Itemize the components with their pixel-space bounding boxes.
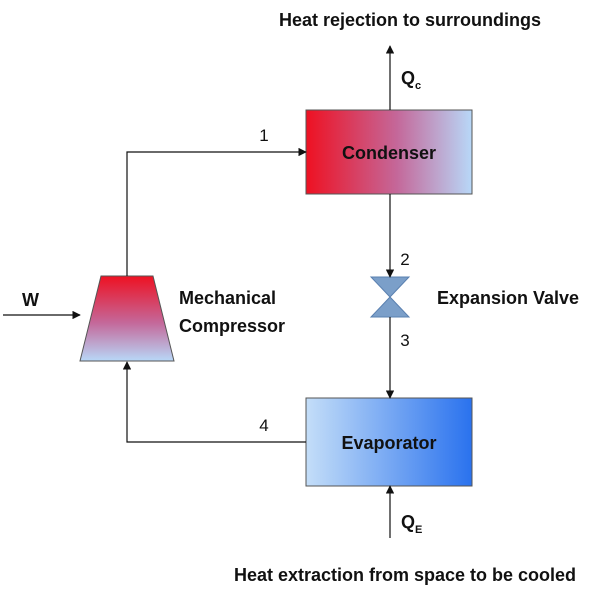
evaporator-box	[305, 397, 473, 487]
evaporator-label: Evaporator	[341, 433, 436, 453]
compressor-shape	[79, 275, 175, 362]
expansion-valve-lower	[369, 296, 411, 318]
top-caption: Heat rejection to surroundings	[279, 10, 541, 30]
expansion-valve-label: Expansion Valve	[437, 288, 579, 308]
qe-label: QE	[401, 512, 422, 536]
work-label: W	[22, 290, 39, 310]
state-1-label: 1	[259, 126, 268, 145]
state-2-label: 2	[400, 250, 409, 269]
expansion-valve-upper	[369, 276, 411, 298]
compressor-label-line2: Compressor	[179, 316, 285, 336]
state-4-label: 4	[259, 416, 268, 435]
qc-label: Qc	[401, 68, 421, 92]
condenser-label: Condenser	[342, 143, 436, 163]
compressor-label-line1: Mechanical	[179, 288, 276, 308]
line-state-4	[122, 361, 306, 443]
line-state-1	[126, 147, 307, 276]
condenser-box	[305, 109, 473, 195]
state-3-label: 3	[400, 331, 409, 350]
bottom-caption: Heat extraction from space to be cooled	[234, 565, 576, 585]
